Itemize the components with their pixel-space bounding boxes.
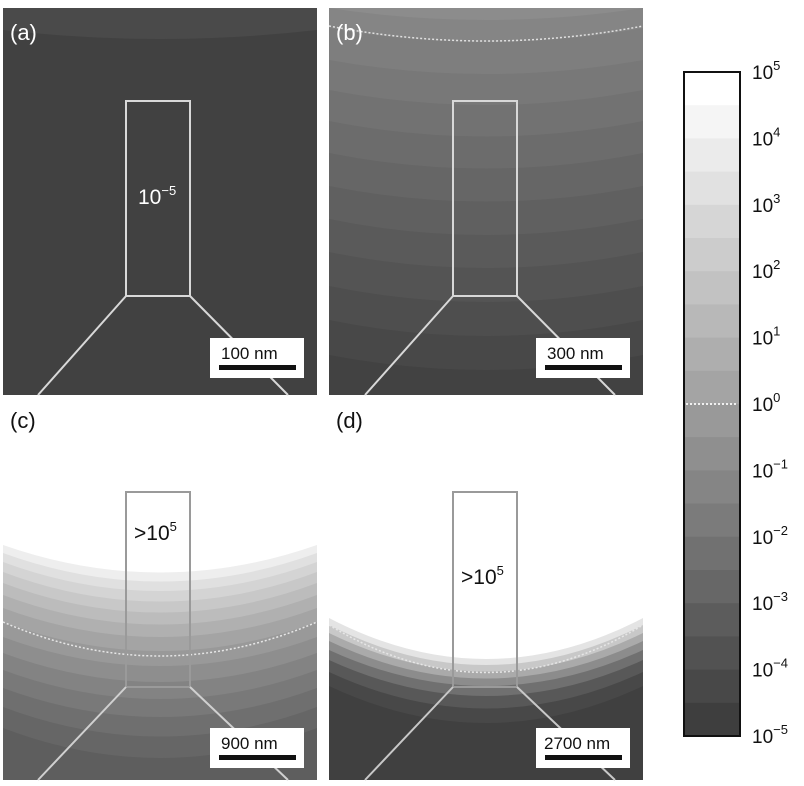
colorbar-band xyxy=(684,437,740,471)
panel-c: (c) >105 900 nm xyxy=(3,402,317,781)
colorbar-band xyxy=(684,702,740,737)
panel-c-scale-bar-label: 900 nm xyxy=(221,734,278,753)
panel-c-unity-contour xyxy=(3,621,317,657)
panel-b-pillar xyxy=(452,100,518,297)
panel-b: (b) 300 nm xyxy=(329,8,643,396)
colorbar-band xyxy=(684,536,740,571)
panel-a-scale-bar: 100 nm xyxy=(210,338,304,378)
panel-a: (a) 10−5 100 nm xyxy=(3,8,317,396)
colorbar: 105 104 103 102 101 100 10−1 10−2 10−3 10−4 10−5 xyxy=(683,58,788,748)
colorbar-band xyxy=(684,503,740,538)
colorbar-band xyxy=(684,669,740,704)
panel-c-contours xyxy=(3,402,317,780)
colorbar-band xyxy=(684,370,740,405)
colorbar-band xyxy=(684,570,740,604)
colorbar-band xyxy=(684,271,740,305)
colorbar-band xyxy=(684,171,740,206)
panel-a-region-label: 10−5 xyxy=(138,183,176,209)
colorbar-band xyxy=(684,238,740,272)
panel-b-scale-bar: 300 nm xyxy=(536,338,630,378)
colorbar-bands xyxy=(684,72,740,737)
colorbar-band xyxy=(684,138,740,173)
colorbar-band xyxy=(684,404,740,438)
colorbar-band xyxy=(684,470,740,505)
panel-c-pillar xyxy=(125,491,191,688)
panel-d: (d) >105 2700 nm xyxy=(329,402,643,781)
panel-c-region-label: >105 xyxy=(134,519,177,545)
panel-b-label: (b) xyxy=(336,20,363,45)
colorbar-tick-label: 103 xyxy=(752,191,780,217)
colorbar-tick-label: 104 xyxy=(752,124,780,150)
panel-d-pillar xyxy=(452,491,518,688)
panel-c-label: (c) xyxy=(10,408,36,433)
colorbar-band xyxy=(684,337,740,372)
colorbar-band xyxy=(684,603,740,637)
colorbar-tick-label: 10−4 xyxy=(752,656,788,682)
colorbar-band xyxy=(684,72,740,106)
panel-d-unity-contour xyxy=(329,624,643,674)
panel-a-scale-bar-label: 100 nm xyxy=(221,344,278,363)
colorbar-tick-label: 10−1 xyxy=(752,456,788,482)
panel-a-pillar xyxy=(125,100,191,297)
panel-b-scale-bar-label: 300 nm xyxy=(547,344,604,363)
colorbar-ticks: 105 104 103 102 101 100 10−1 10−2 10−3 10−4 10−5 xyxy=(752,58,788,748)
panel-d-label: (d) xyxy=(336,408,363,433)
panel-b-unity-contour xyxy=(329,25,643,42)
colorbar-tick-label: 10−5 xyxy=(752,722,788,748)
colorbar-tick-label: 10−2 xyxy=(752,523,788,549)
colorbar-band xyxy=(684,304,740,339)
panel-a-label: (a) xyxy=(10,20,37,45)
panel-d-scale-bar-label: 2700 nm xyxy=(544,734,610,753)
panel-a-top-gradient xyxy=(3,8,317,39)
colorbar-band xyxy=(684,204,740,239)
panel-d-region-label: >105 xyxy=(461,563,504,589)
panel-d-scale-bar: 2700 nm xyxy=(536,728,630,768)
colorbar-band xyxy=(684,636,740,671)
colorbar-frame xyxy=(683,71,741,737)
colorbar-tick-label: 105 xyxy=(752,58,780,84)
colorbar-tick-label: 101 xyxy=(752,324,780,350)
panel-b-contours xyxy=(329,8,643,395)
colorbar-tick-label: 100 xyxy=(752,390,780,416)
colorbar-tick-label: 102 xyxy=(752,257,780,283)
panel-a-background xyxy=(3,8,317,395)
colorbar-tick-label: 10−3 xyxy=(752,589,788,615)
panel-c-scale-bar: 900 nm xyxy=(210,728,304,768)
panel-d-contours xyxy=(329,402,643,780)
colorbar-band xyxy=(684,105,740,139)
